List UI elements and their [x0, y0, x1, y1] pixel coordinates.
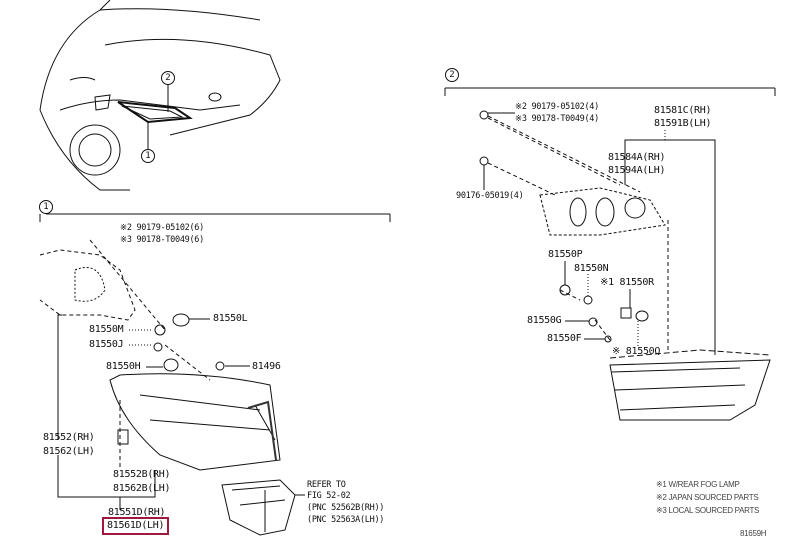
part-81550M[interactable]: 81550M [89, 324, 124, 335]
refer-pnc-lh: (PNC 52563A(LH)) [307, 515, 385, 525]
part-s2-lens-lh[interactable]: 81594A(LH) [608, 165, 666, 176]
refer-fig-link[interactable]: FIG 52-02 [307, 491, 351, 501]
part-screw[interactable]: 90176-05019(4) [456, 191, 524, 201]
part-lens-lh[interactable]: 81562(LH) [43, 446, 95, 457]
part-bolt-japan-s1[interactable]: ※2 90179-05102(6) [120, 223, 204, 233]
part-bolt-local-s2[interactable]: ※3 90178-T0049(4) [515, 114, 599, 124]
part-gasket-rh[interactable]: 81552B(RH) [113, 469, 171, 480]
part-assy-rh[interactable]: 81551D(RH) [108, 507, 166, 518]
part-81550J[interactable]: 81550J [89, 339, 124, 350]
part-assy-lh-highlighted[interactable]: 81561D(LH) [101, 517, 170, 535]
part-81550N[interactable]: 81550N [574, 263, 609, 274]
part-81550Q[interactable]: ※ 81550Q [612, 346, 661, 357]
part-lens-rh[interactable]: 81552(RH) [43, 432, 95, 443]
part-81550F[interactable]: 81550F [547, 333, 582, 344]
callout-2-car: 2 [161, 71, 175, 85]
part-s2-assy-rh[interactable]: 81581C(RH) [654, 105, 712, 116]
part-81550G[interactable]: 81550G [527, 315, 562, 326]
part-s2-assy-lh[interactable]: 81591B(LH) [654, 118, 712, 129]
part-81550R[interactable]: ※1 81550R [600, 277, 654, 288]
callout-1-section: 1 [39, 200, 53, 214]
refer-line-1: REFER TO [307, 480, 346, 490]
part-81550L[interactable]: 81550L [213, 313, 248, 324]
legend-rear-fog: ※1 W/REAR FOG LAMP [656, 480, 740, 489]
refer-pnc-rh: (PNC 52562B(RH)) [307, 503, 385, 513]
callout-1-car: 1 [141, 149, 155, 163]
car-illustration [39, 0, 281, 191]
part-81550P[interactable]: 81550P [548, 249, 583, 260]
callout-2-section: 2 [445, 68, 459, 82]
part-bolt-local-s1[interactable]: ※3 90178-T0049(6) [120, 235, 204, 245]
part-bolt-japan-s2[interactable]: ※2 90179-05102(4) [515, 102, 599, 112]
part-s2-lens-rh[interactable]: 81584A(RH) [608, 152, 666, 163]
part-81496[interactable]: 81496 [252, 361, 281, 372]
legend-local: ※3 LOCAL SOURCED PARTS [656, 506, 760, 515]
part-gasket-lh[interactable]: 81562B(LH) [113, 483, 171, 494]
part-81550H[interactable]: 81550H [106, 361, 141, 372]
figure-id: 81659H [740, 529, 767, 538]
legend-japan: ※2 JAPAN SOURCED PARTS [656, 493, 759, 502]
